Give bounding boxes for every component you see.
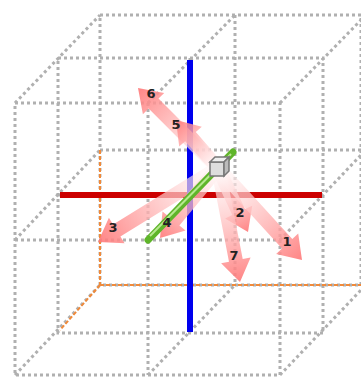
callout-number: 7 — [229, 249, 238, 262]
y-axis — [148, 152, 233, 240]
callout-number: 1 — [282, 235, 291, 248]
callout-number: 6 — [146, 87, 155, 100]
center-cube — [210, 157, 229, 176]
callout-number: 5 — [171, 118, 180, 131]
direction-arrow — [211, 167, 251, 282]
arrows — [98, 88, 302, 282]
direction-arrow — [138, 88, 223, 173]
callout-number: 4 — [162, 216, 171, 229]
dotted-grid — [15, 15, 361, 375]
callout-number: 3 — [108, 221, 117, 234]
orange-guides — [60, 150, 361, 330]
y-axis-highlight — [150, 154, 231, 236]
callout-number: 2 — [235, 206, 244, 219]
